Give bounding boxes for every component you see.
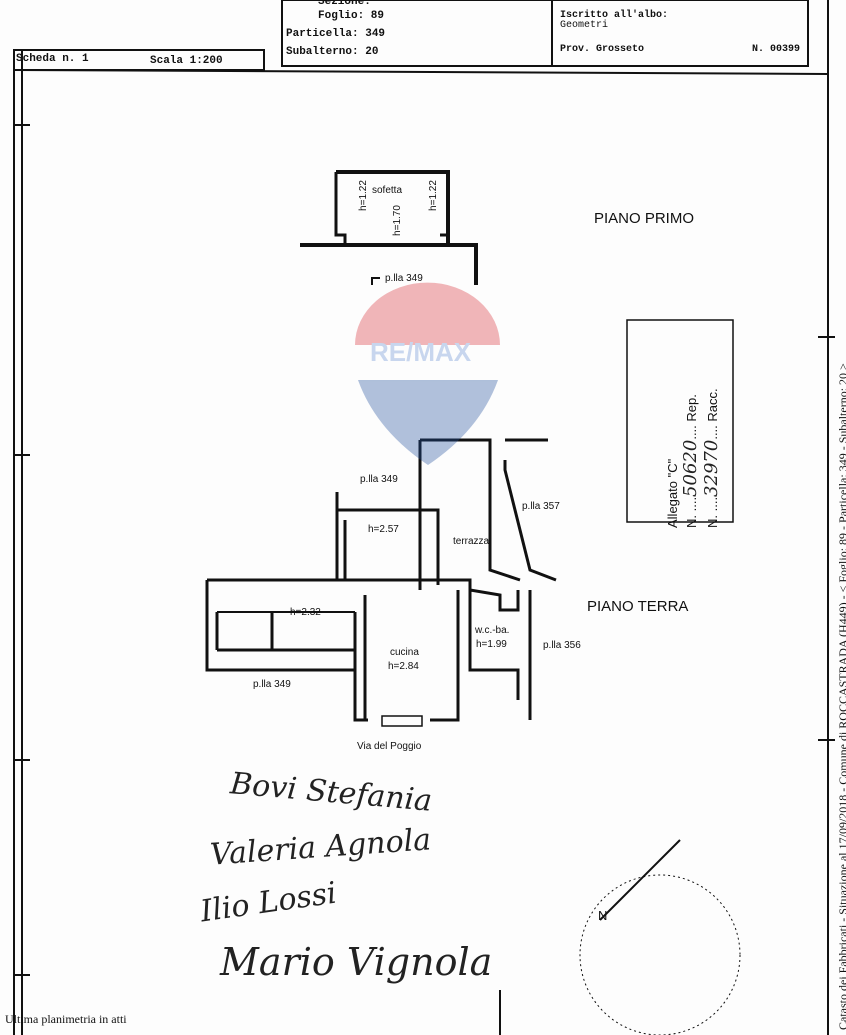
scala: Scala 1:200: [150, 55, 223, 67]
height-label: h=2.32: [290, 607, 321, 618]
piano-terra-label: PIANO TERRA: [587, 598, 689, 615]
north-label: N: [598, 908, 608, 923]
height-label: h=1.22: [357, 180, 369, 211]
room-wc: w.c.-ba.: [475, 625, 510, 636]
racc-number: 32970: [701, 439, 722, 497]
foglio: Foglio: 89: [318, 10, 385, 22]
rep-prefix: N.: [684, 515, 699, 528]
provincia: Prov. Grosseto: [560, 44, 645, 55]
parcel-label: p.lla 356: [543, 640, 581, 651]
height-label: h=1.70: [391, 205, 403, 236]
subalterno: Subalterno: 20: [286, 46, 379, 58]
iscritto-albo: Iscritto all'albo:: [560, 10, 669, 21]
room-sofetta: sofetta: [372, 185, 403, 196]
albo: Geometri: [560, 20, 609, 31]
watermark-text: RE/MAX: [370, 337, 472, 367]
piano-primo-label: PIANO PRIMO: [594, 210, 695, 227]
scheda: Scheda n. 1: [16, 53, 89, 65]
sezione-label: Sezione:: [318, 0, 371, 8]
footer-note: Ultima planimetria in atti: [5, 1012, 127, 1026]
parcel-label: p.lla 349: [385, 273, 423, 284]
street-label: Via del Poggio: [357, 741, 422, 752]
cadastre-side-text: Catasto dei Fabbricati - Situazione al 1…: [836, 363, 846, 1030]
remax-watermark: [355, 282, 500, 465]
rep-suffix: Rep.: [684, 394, 699, 422]
height-label: h=2.84: [388, 661, 419, 672]
numero: N. 00399: [752, 44, 801, 55]
parcel-label: p.lla 357: [522, 501, 560, 512]
parcel-label: p.lla 349: [253, 679, 291, 690]
parcel-label: p.lla 349: [360, 474, 398, 485]
height-label: h=1.99: [476, 639, 507, 650]
allegato-stamp: Allegato "C" N. ....50620.... Rep. N. ..…: [665, 388, 722, 528]
signature: Mario Vignola: [220, 940, 493, 984]
racc-prefix: N.: [705, 515, 720, 528]
rep-number: 50620: [680, 439, 701, 497]
particella: Particella: 349: [286, 28, 386, 40]
room-terrazza: terrazza: [453, 536, 490, 547]
racc-suffix: Racc.: [705, 388, 720, 422]
height-label: h=1.22: [427, 180, 439, 211]
height-label: h=2.57: [368, 524, 399, 535]
room-cucina: cucina: [390, 647, 419, 658]
allegato-title: Allegato "C": [665, 458, 680, 528]
